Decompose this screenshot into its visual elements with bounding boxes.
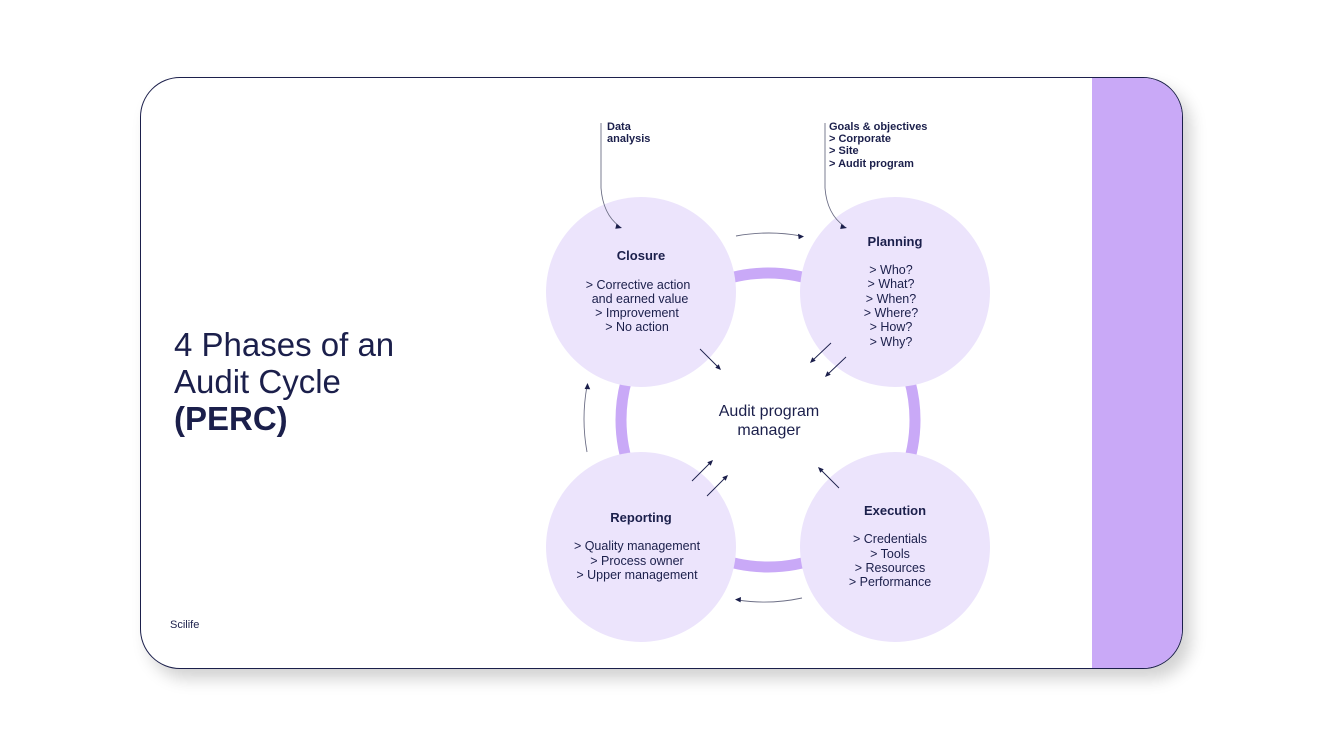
arrow-execution-to-center	[819, 468, 840, 489]
closure-title: Closure	[617, 248, 665, 263]
center-label-1: Audit program	[719, 403, 820, 420]
arrow-planning-to-center-1	[811, 342, 832, 362]
slide-title: 4 Phases of an Audit Cycle (PERC)	[174, 326, 394, 437]
note-data-analysis-1: Data	[607, 121, 632, 133]
reporting-item-2: > Process owner	[590, 554, 683, 568]
arrow-head	[615, 223, 622, 229]
arrow-execution-to-reporting	[737, 597, 803, 603]
closure-circle	[546, 197, 736, 387]
planning-item-3: > When?	[866, 292, 916, 306]
arrow-closure-to-planning	[735, 232, 802, 237]
center-label-2: manager	[737, 422, 801, 439]
arrow-head	[584, 383, 591, 390]
arrow-closure-to-center	[699, 348, 720, 369]
planning-item-4: > Where?	[864, 306, 919, 320]
note-goals-2: > Site	[829, 145, 859, 157]
execution-item-3: > Resources	[855, 561, 926, 575]
note-goals-1: > Corporate	[829, 133, 891, 145]
execution-item-1: > Credentials	[853, 532, 927, 546]
arrow-head	[825, 371, 831, 377]
arrow-planning-to-center-2	[826, 356, 847, 376]
planning-title: Planning	[868, 234, 923, 249]
arrow-head	[715, 364, 721, 370]
brand-label: Scilife	[170, 619, 200, 631]
closure-item-3: > Improvement	[595, 306, 679, 320]
arrow-head	[722, 475, 728, 481]
reporting-circle	[546, 452, 736, 642]
note-goals-3: > Audit program	[829, 158, 914, 170]
accent-band	[1092, 78, 1182, 668]
reporting-item-1: > Quality management	[574, 539, 701, 553]
arrow-reporting-to-closure	[583, 385, 588, 453]
note-data-analysis-2: analysis	[607, 133, 650, 145]
arrow-head	[818, 467, 824, 473]
execution-circle	[800, 452, 990, 642]
title-line-3: (PERC)	[174, 400, 288, 437]
arrow-head	[735, 597, 741, 603]
slide-card: 4 Phases of an Audit Cycle (PERC) Scilif…	[140, 77, 1183, 669]
reporting-title: Reporting	[610, 510, 671, 525]
cycle-ring	[615, 267, 921, 573]
reporting-item-3: > Upper management	[576, 568, 698, 582]
closure-item-4: > No action	[605, 320, 669, 334]
closure-item-2: and earned value	[592, 292, 689, 306]
note-goals-title: Goals & objectives	[829, 121, 927, 133]
arrow-head	[810, 357, 816, 363]
arrow-head	[707, 460, 713, 466]
planning-item-6: > Why?	[870, 335, 913, 349]
arrow-center-to-reporting-1	[691, 461, 712, 482]
arrow-head	[798, 233, 804, 240]
title-line-1: 4 Phases of an	[174, 326, 395, 363]
execution-item-2: > Tools	[870, 547, 910, 561]
execution-title: Execution	[864, 503, 926, 518]
planning-circle	[800, 197, 990, 387]
planning-item-1: > Who?	[869, 263, 912, 277]
planning-item-5: > How?	[870, 320, 913, 334]
planning-item-2: > What?	[868, 277, 915, 291]
title-line-2: Audit Cycle	[174, 363, 341, 400]
closure-item-1: > Corrective action	[586, 278, 691, 292]
arrow-data-analysis	[600, 123, 620, 227]
arrow-goals	[824, 123, 845, 227]
arrow-head	[840, 224, 847, 229]
arrow-center-to-reporting-2	[706, 476, 727, 497]
audit-cycle-diagram: Data analysis Goals & objectives > Corpo…	[546, 121, 990, 642]
execution-item-4: > Performance	[849, 575, 931, 589]
